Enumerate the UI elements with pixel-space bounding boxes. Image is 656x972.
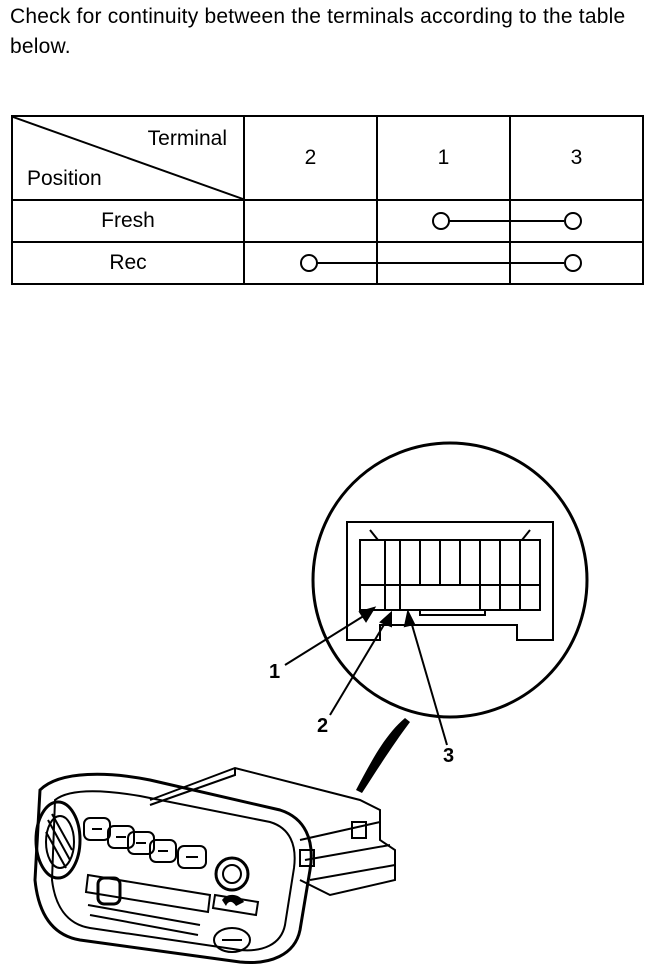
column-header-terminal-3: 3 [509, 115, 644, 201]
continuity-table: Terminal Position 2 1 3 Fresh Rec [11, 115, 644, 285]
header-corner-cell: Terminal Position [11, 115, 245, 201]
table-header-row: Terminal Position 2 1 3 [11, 115, 644, 201]
diagonal-divider [13, 117, 243, 199]
control-panel [33, 766, 396, 965]
callout-terminal-1: 1 [269, 661, 280, 683]
connector-housing [346, 521, 554, 641]
row-label-fresh: Fresh [11, 199, 245, 243]
callout-terminal-2: 2 [317, 715, 328, 737]
callout-terminal-3: 3 [443, 745, 454, 767]
row-label-rec: Rec [11, 241, 245, 285]
table-row: Fresh [11, 199, 644, 243]
callout-arrows [284, 606, 448, 746]
table-cell [509, 241, 644, 285]
instruction-text: Check for continuity between the termina… [10, 5, 626, 58]
header-position-label: Position [27, 167, 102, 190]
column-header-terminal-1: 1 [376, 115, 511, 201]
header-terminal-label: Terminal [147, 127, 227, 150]
table-cell [243, 199, 378, 243]
table-row: Rec [11, 241, 644, 285]
magnifier-circle [311, 441, 589, 719]
magnifier-leader [356, 718, 410, 793]
column-header-terminal-2: 2 [243, 115, 378, 201]
recirculation-icon [222, 894, 244, 906]
